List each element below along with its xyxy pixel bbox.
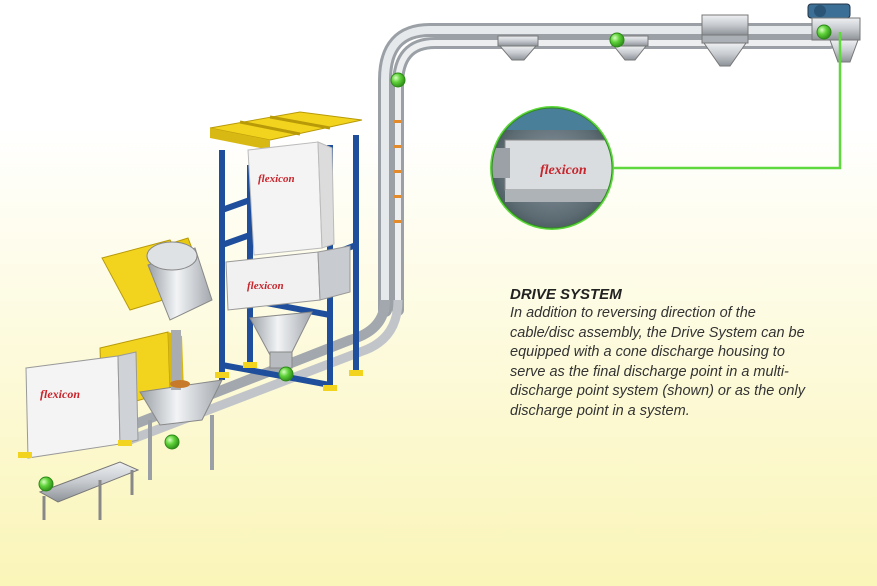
discharge-hopper <box>701 14 749 67</box>
flexicon-logo: flexicon <box>258 173 295 185</box>
flexicon-logo: flexicon <box>540 163 587 178</box>
discharge-valve <box>497 35 539 61</box>
bulk-bag-unloader: flexicon flexicon <box>209 111 363 391</box>
drive-system-closeup: flexicon <box>490 32 842 230</box>
flexicon-logo: flexicon <box>40 387 80 401</box>
hotspot-bag-dump-station[interactable] <box>164 434 180 450</box>
hotspot-bulk-bag-unloader[interactable] <box>278 366 294 382</box>
bag-table <box>38 461 140 520</box>
info-body: In addition to reversing direction of th… <box>510 305 805 419</box>
hotspot-drive-system[interactable] <box>816 24 832 40</box>
info-panel: DRIVE SYSTEM In addition to reversing di… <box>510 285 810 421</box>
info-title: DRIVE SYSTEM <box>510 286 622 303</box>
flexicon-logo: flexicon <box>247 280 284 292</box>
drive-system <box>807 3 861 63</box>
hotspot-tubing-curve[interactable] <box>390 72 406 88</box>
hotspot-discharge-point[interactable] <box>609 32 625 48</box>
hotspot-tubing-inlet[interactable] <box>38 476 54 492</box>
bag-dump-station: flexicon <box>18 237 223 480</box>
